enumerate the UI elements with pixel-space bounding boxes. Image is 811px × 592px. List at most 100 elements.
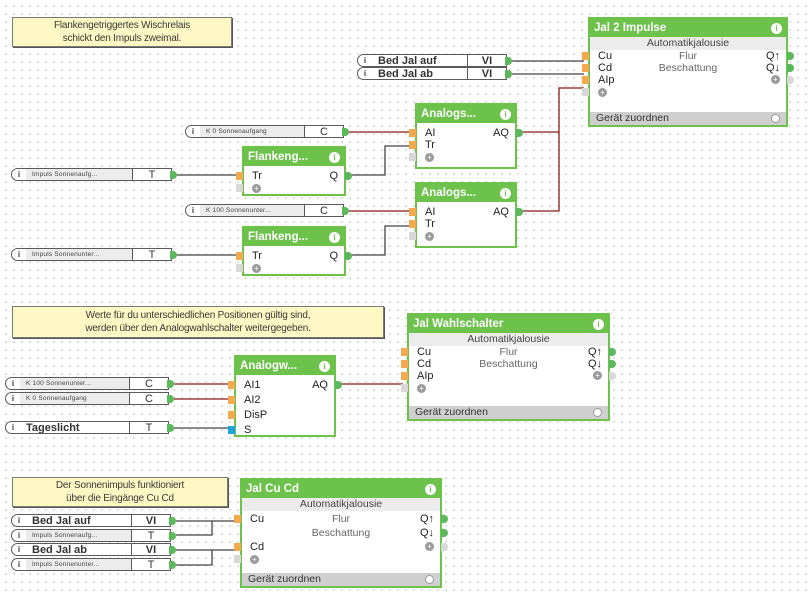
output-port[interactable] [345,172,352,180]
output-port[interactable] [169,532,176,540]
info-icon[interactable]: i [17,531,21,540]
info-icon[interactable]: i [191,127,195,136]
assign-device-button[interactable]: Gerät zuordnen [242,573,440,586]
info-icon[interactable]: i [425,483,436,495]
input-port-add[interactable] [236,184,243,192]
output-port[interactable] [342,128,349,136]
output-port[interactable] [505,70,512,78]
comment-note-3[interactable]: Der Sonnenimpuls funktioniert über die E… [12,477,228,507]
output-port[interactable] [441,543,448,551]
input-port-ai2[interactable] [228,396,235,404]
output-port[interactable] [169,561,176,569]
info-icon[interactable]: i [17,560,21,569]
output-port[interactable] [441,515,448,523]
input-port-s[interactable] [228,426,235,434]
output-port[interactable] [505,57,512,65]
input-port-ai[interactable] [409,208,416,216]
input-port-tr[interactable] [409,141,416,149]
add-input-icon[interactable]: + [252,263,261,273]
assign-device-button[interactable]: Gerät zuordnen [409,406,608,419]
comment-note-1[interactable]: Flankengetriggertes Wischrelais schickt … [12,17,232,47]
input-port-add[interactable] [236,264,243,272]
output-port[interactable] [787,64,794,72]
connector-impuls-sonnenaufgang[interactable]: i Impuls Sonnenaufg... T [11,529,176,542]
input-port-cu[interactable] [234,515,241,523]
block-header[interactable]: Analogs... i [417,105,515,123]
input-port-cd[interactable] [401,360,408,368]
info-icon[interactable]: i [363,56,367,65]
info-icon[interactable]: i [11,394,15,403]
block-header[interactable]: Jal 2 Impulse i [590,19,786,37]
comment-note-2[interactable]: Werte für du unterschiedlichen Positione… [12,306,384,338]
info-icon[interactable]: i [363,69,367,78]
info-icon[interactable]: i [319,360,330,372]
gear-icon[interactable] [771,114,780,123]
input-port-add[interactable] [409,232,416,240]
connector-bed-jal-ab[interactable]: i Bed Jal ab VI [357,67,512,80]
assign-device-button[interactable]: Gerät zuordnen [590,112,786,125]
output-port[interactable] [609,348,616,356]
add-input-icon[interactable]: + [598,87,607,97]
output-port[interactable] [516,208,523,216]
output-port[interactable] [342,207,349,215]
connector-bed-jal-auf[interactable]: i Bed Jal auf VI [11,514,176,527]
connector-k0-sonnenaufgang[interactable]: i K 0 Sonnenaufgang C [185,125,349,138]
input-port-cd[interactable] [582,64,589,72]
connector-k100-sonnenuntergang[interactable]: i K 100 Sonnenunter... C [185,204,349,217]
output-port[interactable] [609,360,616,368]
info-icon[interactable]: i [17,250,21,259]
connector-impuls-sonnenaufgang[interactable]: i Impuls Sonnenaufg... T [11,168,177,181]
info-icon[interactable]: i [329,231,340,243]
add-input-icon[interactable]: + [250,554,259,564]
input-port-tr[interactable] [236,172,243,180]
info-icon[interactable]: i [11,423,15,432]
info-icon[interactable]: i [593,318,604,330]
info-icon[interactable]: i [17,516,21,525]
info-icon[interactable]: i [500,108,511,120]
output-port[interactable] [787,76,794,84]
output-port[interactable] [167,380,174,388]
output-port[interactable] [167,395,174,403]
connector-impuls-sonnenuntergang[interactable]: i Impuls Sonnenunter... T [11,558,176,571]
block-header[interactable]: Jal Cu Cd i [242,480,440,498]
input-port-cd[interactable] [234,543,241,551]
input-port-add[interactable] [234,555,241,563]
connector-tageslicht[interactable]: i Tageslicht T [5,421,174,434]
info-icon[interactable]: i [17,170,21,179]
input-port-add[interactable] [582,88,589,96]
info-icon[interactable]: i [17,545,21,554]
block-header[interactable]: Flankeng... i [244,148,344,166]
output-port[interactable] [345,252,352,260]
info-icon[interactable]: i [500,187,511,199]
input-port-ai1[interactable] [228,381,235,389]
output-port[interactable] [167,424,174,432]
output-port[interactable] [170,251,177,259]
add-input-icon[interactable]: + [425,152,434,162]
add-output-icon[interactable]: + [771,75,780,84]
block-header[interactable]: Jal Wahlschalter i [409,315,608,333]
connector-k100-sonnenuntergang[interactable]: i K 100 Sonnenunter... C [5,377,174,390]
input-port-aip[interactable] [582,76,589,84]
input-port-cu[interactable] [401,348,408,356]
input-port-tr[interactable] [236,252,243,260]
output-port[interactable] [169,546,176,554]
home-icon[interactable] [593,408,602,417]
input-port-cu[interactable] [582,52,589,60]
info-icon[interactable]: i [329,151,340,163]
add-input-icon[interactable]: + [252,183,261,193]
connector-bed-jal-ab[interactable]: i Bed Jal ab VI [11,543,176,556]
connector-k0-sonnenaufgang[interactable]: i K 0 Sonnenaufgang C [5,392,174,405]
input-port-disp[interactable] [228,411,235,419]
input-port-aip[interactable] [401,372,408,380]
info-icon[interactable]: i [11,379,15,388]
block-header[interactable]: Flankeng... i [244,228,344,246]
output-port[interactable] [516,129,523,137]
block-header[interactable]: Analogw... i [236,357,334,375]
info-icon[interactable]: i [191,206,195,215]
